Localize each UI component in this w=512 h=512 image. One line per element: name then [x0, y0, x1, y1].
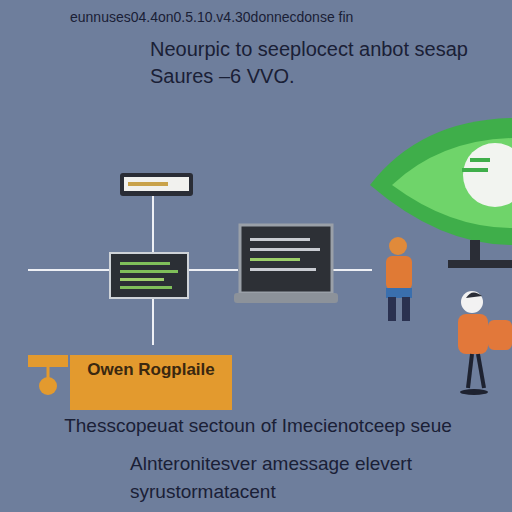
diagram-title: Neourpic to seeplocect anbot sesap Saure…	[150, 36, 502, 90]
pin-symbol	[28, 355, 68, 395]
person-figure-right	[458, 291, 512, 395]
laptop-icon	[234, 225, 338, 303]
wires	[28, 196, 372, 345]
person-figure	[386, 237, 412, 321]
header-text: eunnuses04.4on0.5.10.v4.30donnecdonse fi…	[70, 3, 500, 31]
body-text: Thesscopeuat sectoun of Imecienotceep se…	[8, 412, 508, 440]
router-icon	[120, 173, 193, 196]
body-text: Alnteronitesver amessage elevert syrusto…	[130, 450, 500, 506]
label-badge: Owen Rogplaile	[70, 355, 232, 410]
monitor-icon	[110, 253, 188, 298]
badge-text: Owen Rogplaile	[78, 360, 224, 380]
display-illustration	[370, 118, 512, 268]
